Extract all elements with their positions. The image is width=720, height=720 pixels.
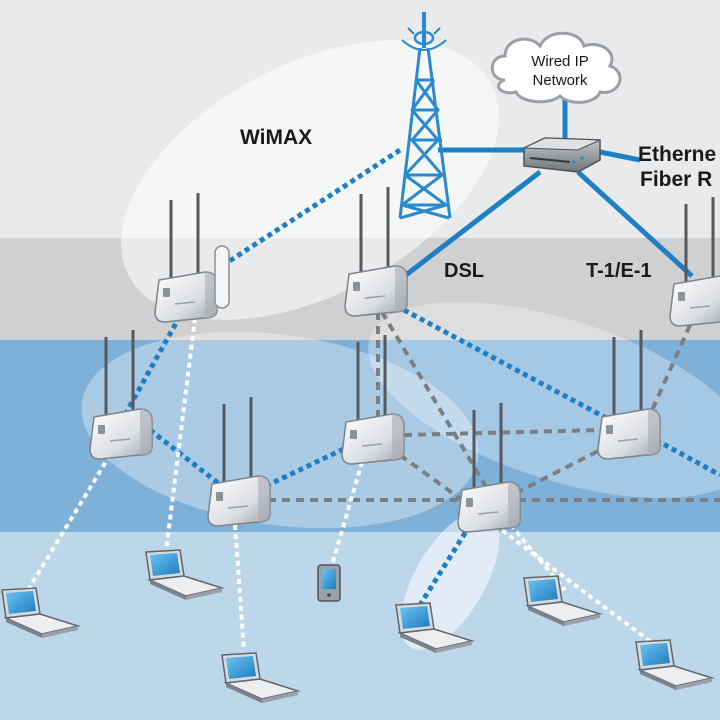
access-point-4-icon (207, 397, 271, 527)
access-points (89, 187, 720, 533)
mesh-links (268, 310, 720, 502)
laptop-5-icon (523, 575, 603, 626)
mesh-ap5-ap7 (398, 453, 464, 502)
client-ap1-laptop2 (163, 317, 197, 561)
cloud-label-line2: Network (532, 72, 588, 89)
link-ap2-ap6 (402, 307, 612, 423)
laptop-4-icon (395, 602, 475, 653)
access-point-2-icon (344, 187, 408, 317)
link-ap4-ap5 (264, 442, 354, 489)
radio-tower-icon (398, 12, 452, 220)
mesh-ap5-ap6 (403, 428, 603, 437)
network-switch-icon (523, 137, 601, 173)
link-ap3-ap4 (148, 428, 224, 488)
wired-links (400, 100, 694, 280)
laptop-2-icon (145, 549, 225, 600)
link-dsl (400, 170, 542, 280)
access-point-5-icon (341, 335, 405, 465)
cloud-label: Wired IP Network (510, 52, 610, 90)
fiber-label: Fiber R (640, 168, 713, 191)
mesh-ap2-ap7 (380, 310, 490, 492)
band-blue-light (0, 532, 720, 720)
handheld-device-icon (317, 564, 341, 602)
client-ap7-laptop6 (493, 523, 657, 647)
access-point-6-icon (597, 330, 661, 460)
link-tower-ap1 (226, 147, 402, 265)
access-point-8-icon (669, 197, 720, 327)
link-ap6-right (654, 437, 720, 478)
client-ap4-laptop3 (233, 524, 246, 651)
dsl-label: DSL (444, 260, 484, 282)
cloud-icon (490, 31, 622, 104)
mesh-ap8-ap6 (648, 324, 692, 416)
laptop-1-icon (1, 587, 81, 638)
mesh-ap6-ap7 (511, 443, 611, 497)
mesh-coverage-left (81, 331, 479, 529)
link-t1 (576, 170, 694, 278)
access-point-1-icon (154, 193, 230, 323)
laptop-3-icon (221, 652, 301, 703)
link-ap7-laptop (417, 523, 473, 607)
t1-label: T-1/E-1 (586, 260, 652, 282)
ethernet-label: Etherne (638, 143, 717, 166)
cloud-label-line1: Wired IP (531, 53, 589, 70)
wimax-label: WiMAX (240, 126, 313, 149)
link-ethernet (599, 149, 641, 163)
client-links (26, 317, 657, 651)
client-devices (1, 549, 715, 703)
access-point-7-icon (457, 403, 521, 533)
laptop-6-icon (635, 639, 715, 690)
access-point-3-icon (89, 330, 153, 460)
